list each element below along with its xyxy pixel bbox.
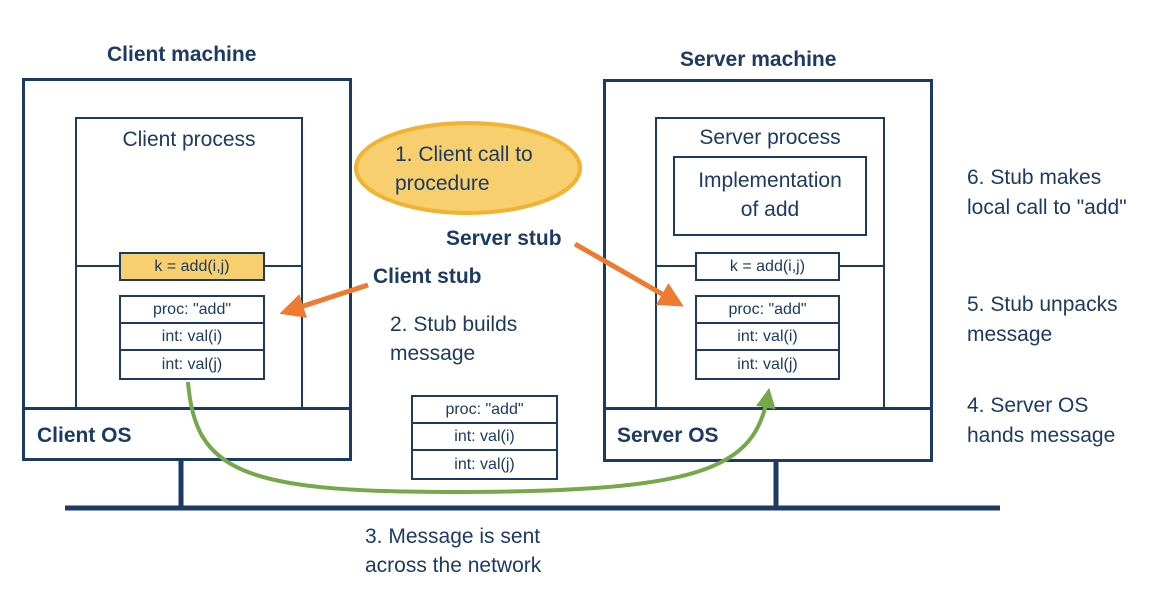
step-3-line-2: across the network [365, 554, 542, 577]
server-process-box [655, 117, 885, 409]
step-5-line-1: 5. Stub unpacks [967, 293, 1118, 316]
implementation-box [673, 156, 867, 236]
client-machine-label: Client machine [107, 43, 257, 66]
step-1-line-2: procedure [395, 172, 490, 195]
client-process-box [75, 117, 303, 409]
step-1-ellipse [354, 121, 582, 215]
client-message-proc: proc: "add" [119, 295, 265, 324]
step-4-line-2: hands message [967, 424, 1116, 447]
step-6-line-1: 6. Stub makes [967, 166, 1102, 189]
network-message-arg-i: int: val(i) [411, 422, 558, 451]
network-transfer-arrow [186, 381, 776, 495]
client-stub-label: Client stub [373, 265, 482, 288]
step-1-line-1: 1. Client call to [395, 143, 533, 166]
step-4-line-1: 4. Server OS [967, 394, 1089, 417]
server-machine-label: Server machine [680, 48, 837, 71]
server-message-arg-j: int: val(j) [695, 349, 840, 380]
server-stub-arrow [573, 241, 684, 307]
step-6-line-2: local call to "add" [967, 196, 1127, 219]
network-message-proc: proc: "add" [411, 395, 558, 424]
implementation-line-2: of add [740, 198, 800, 221]
client-call-box: k = add(i,j) [119, 252, 265, 281]
step-5-line-2: message [967, 323, 1053, 346]
client-os-label: Client OS [37, 424, 132, 447]
server-process-label: Server process [699, 126, 841, 149]
server-stub-label: Server stub [446, 227, 562, 250]
step-3-line-1: 3. Message is sent [365, 525, 541, 548]
server-os-label: Server OS [617, 424, 719, 447]
implementation-line-1: Implementation [698, 169, 842, 192]
server-call-box: k = add(i,j) [695, 252, 840, 281]
client-os-divider [22, 407, 352, 410]
client-machine [22, 78, 352, 461]
client-message-arg-j: int: val(j) [119, 349, 265, 380]
step-2-line-1: 2. Stub builds [390, 313, 518, 336]
server-machine [603, 79, 933, 462]
server-message-arg-i: int: val(i) [695, 322, 840, 351]
network-message-arg-j: int: val(j) [411, 449, 558, 480]
client-stub-arrow [279, 282, 369, 318]
client-process-label: Client process [122, 128, 256, 151]
step-2-line-2: message [390, 342, 476, 365]
